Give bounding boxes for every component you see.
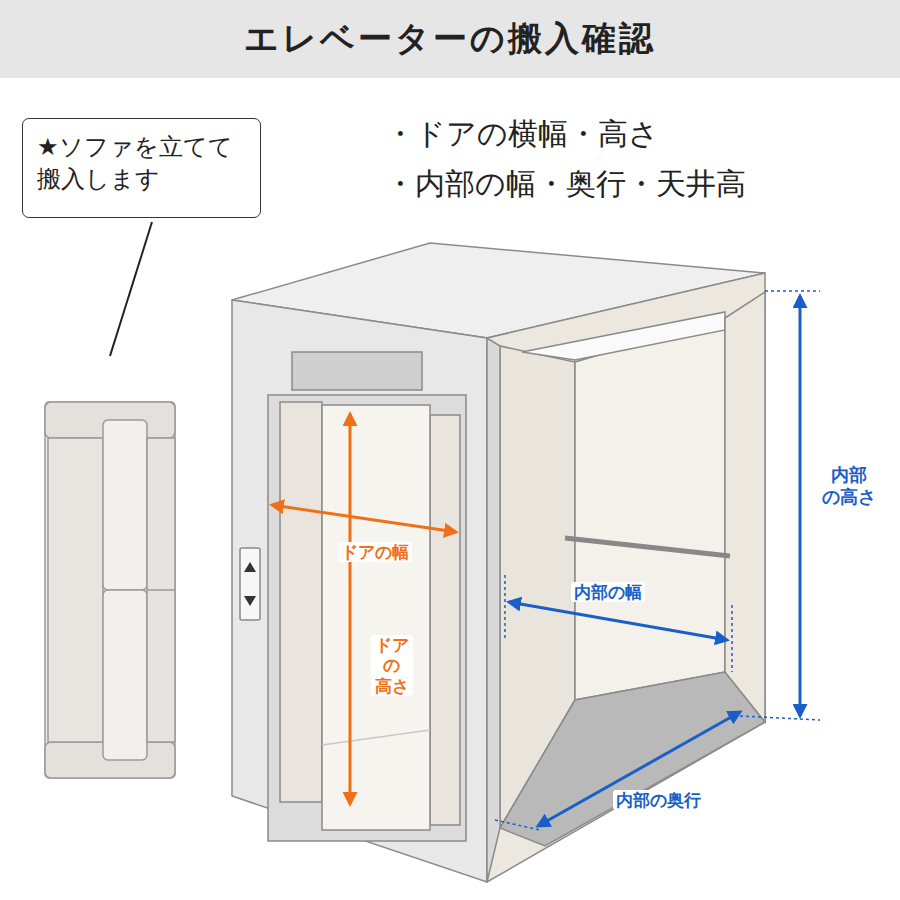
dimension-label: 内部の幅 <box>571 582 645 602</box>
callout-text: ★ソファを立てて 搬入します <box>37 131 246 196</box>
label-text: 内部の奥行 <box>616 790 701 810</box>
label-text: ドア の 高さ <box>375 635 409 696</box>
door-width-arrow <box>272 505 456 532</box>
elevator-body <box>232 243 765 882</box>
leader-line <box>110 222 152 356</box>
dimension-ticks <box>495 291 820 830</box>
callout-box: ★ソファを立てて 搬入します <box>22 118 261 218</box>
sofa <box>45 402 175 778</box>
label-text: ・内部の幅・奥行・天井高 <box>385 166 746 201</box>
dimension-label: ドア の 高さ <box>371 635 413 696</box>
title-band: エレベーターの搬入確認 <box>0 0 900 78</box>
label-text: 内部 の高さ <box>822 464 876 507</box>
door-height-arrow <box>349 414 352 804</box>
inner-height-arrow <box>799 296 802 716</box>
label-text: 内部の幅 <box>574 582 642 602</box>
dimension-label: 内部 の高さ <box>818 464 880 507</box>
title-text: エレベーターの搬入確認 <box>244 16 656 62</box>
dimension-label: 内部の奥行 <box>613 790 704 810</box>
dimension-label: ドアの幅 <box>338 542 412 562</box>
label-text: ドアの幅 <box>341 542 409 562</box>
note-text: ・ドアの横幅・高さ <box>385 116 659 152</box>
note-text: ・内部の幅・奥行・天井高 <box>385 166 746 202</box>
label-text: ・ドアの横幅・高さ <box>385 116 659 151</box>
inner-depth-arrow <box>538 712 740 826</box>
inner-width-arrow <box>509 602 727 640</box>
